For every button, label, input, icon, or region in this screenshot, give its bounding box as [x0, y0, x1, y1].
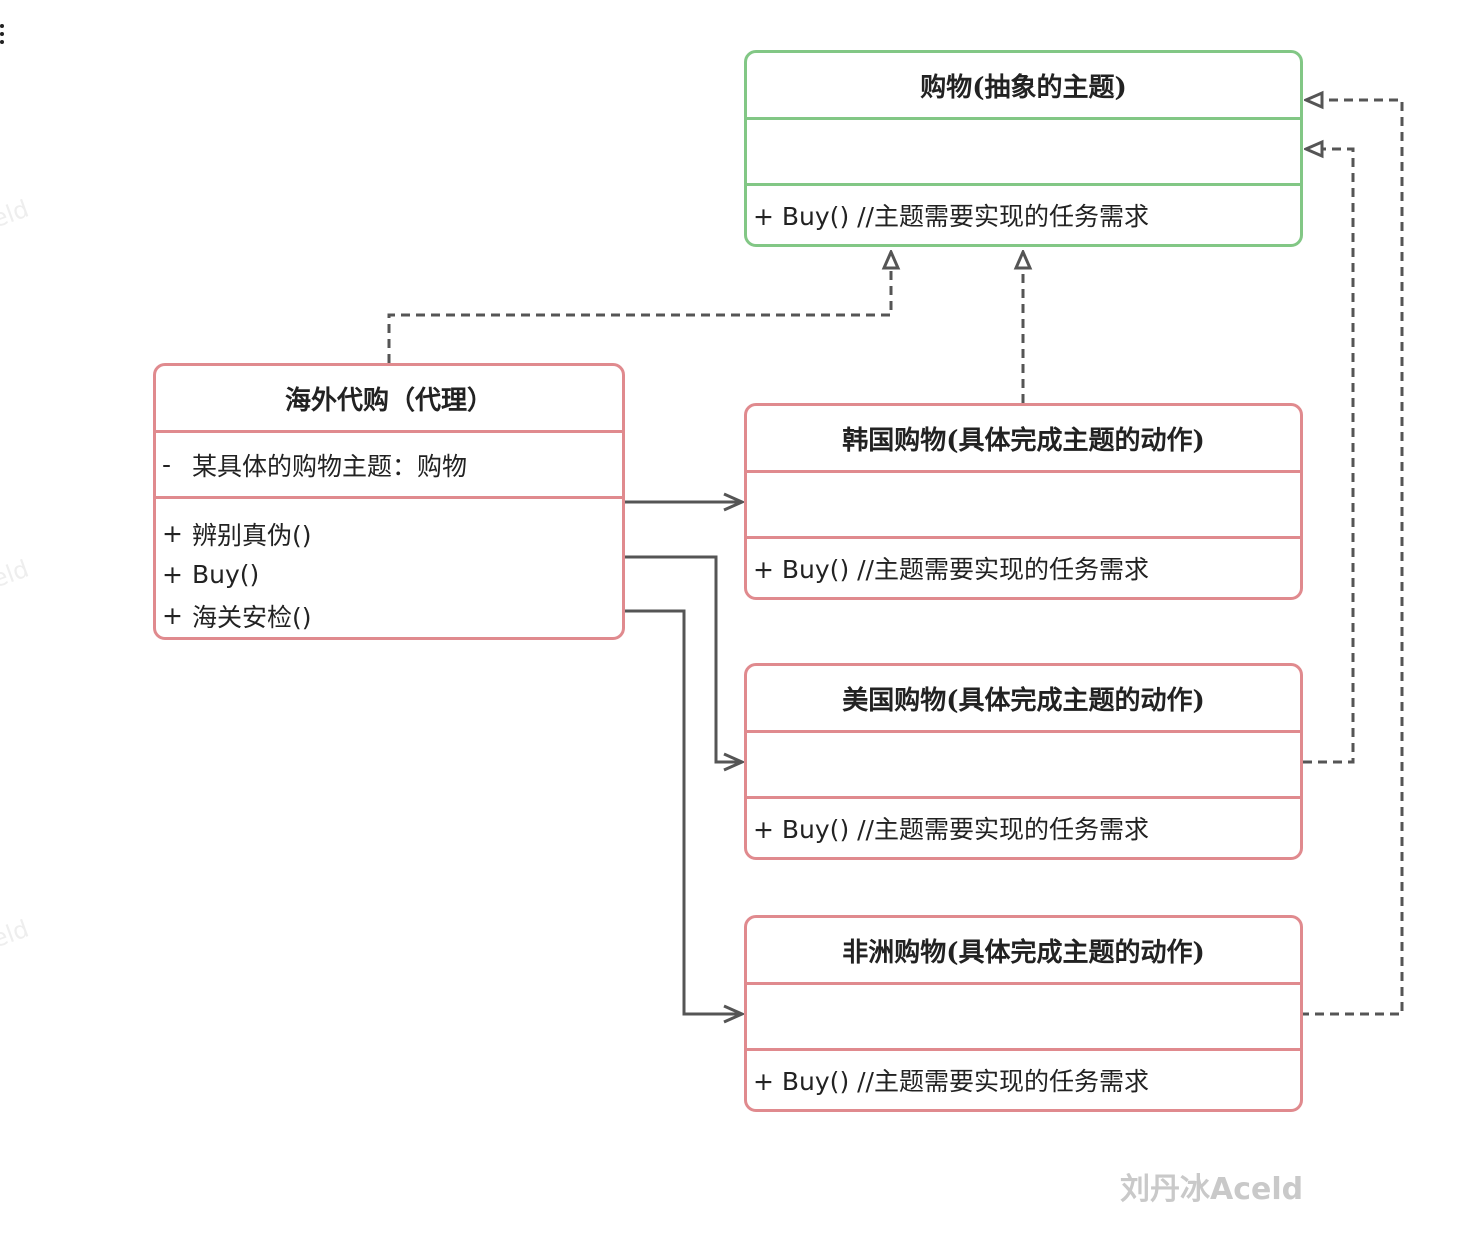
visibility-public: + — [162, 601, 183, 630]
attributes-section — [747, 470, 1300, 536]
assoc-africa — [625, 609, 742, 1014]
class-title: 韩国购物(具体完成主题的动作) — [842, 425, 1205, 456]
attributes-section — [747, 730, 1300, 796]
method-text: 海关安检() — [192, 602, 312, 632]
visibility-private: - — [162, 450, 172, 479]
method-text: 辨别真伪() — [192, 520, 312, 550]
method-customs-check: + 海关安检() — [156, 595, 622, 636]
method-buy: + Buy() //主题需要实现的任务需求 — [747, 1048, 1300, 1109]
menu-dots-icon[interactable] — [0, 24, 6, 48]
method-buy: + Buy() — [156, 554, 622, 595]
class-title: 非洲购物(具体完成主题的动作) — [842, 937, 1205, 968]
method-buy: + Buy() //主题需要实现的任务需求 — [747, 536, 1300, 597]
attribute-text: 某具体的购物主题：购物 — [192, 451, 468, 481]
attributes-section — [747, 117, 1300, 183]
methods-section: + 辨别真伪() + Buy() + 海关安检() — [156, 496, 622, 637]
class-abstract-subject[interactable]: 购物(抽象的主题) + Buy() //主题需要实现的任务需求 — [744, 50, 1303, 247]
realization-proxy — [387, 252, 891, 363]
method-verify: + 辨别真伪() — [156, 513, 622, 554]
realization-africa — [1300, 100, 1404, 1016]
method-text: Buy() — [192, 560, 260, 589]
attributes-section — [747, 982, 1300, 1048]
method-buy: + Buy() //主题需要实现的任务需求 — [747, 183, 1300, 244]
assoc-usa — [625, 555, 742, 762]
attribute-subject: -某具体的购物主题：购物 — [156, 430, 622, 496]
class-title: 购物(抽象的主题) — [920, 72, 1127, 103]
visibility-public: + — [162, 519, 183, 548]
class-proxy[interactable]: 海外代购（代理） -某具体的购物主题：购物 + 辨别真伪() + Buy() + 海关… — [153, 363, 625, 640]
visibility-public: + — [162, 560, 183, 589]
class-title: 海外代购（代理） — [284, 385, 493, 416]
class-usa-shopping[interactable]: 美国购物(具体完成主题的动作) + Buy() //主题需要实现的任务需求 — [744, 663, 1303, 860]
class-title: 美国购物(具体完成主题的动作) — [842, 685, 1205, 716]
class-africa-shopping[interactable]: 非洲购物(具体完成主题的动作) + Buy() //主题需要实现的任务需求 — [744, 915, 1303, 1112]
class-korea-shopping[interactable]: 韩国购物(具体完成主题的动作) + Buy() //主题需要实现的任务需求 — [744, 403, 1303, 600]
realization-usa — [1303, 149, 1355, 764]
author-watermark: 刘丹冰Aceld — [1120, 1172, 1304, 1207]
method-buy: + Buy() //主题需要实现的任务需求 — [747, 796, 1300, 857]
